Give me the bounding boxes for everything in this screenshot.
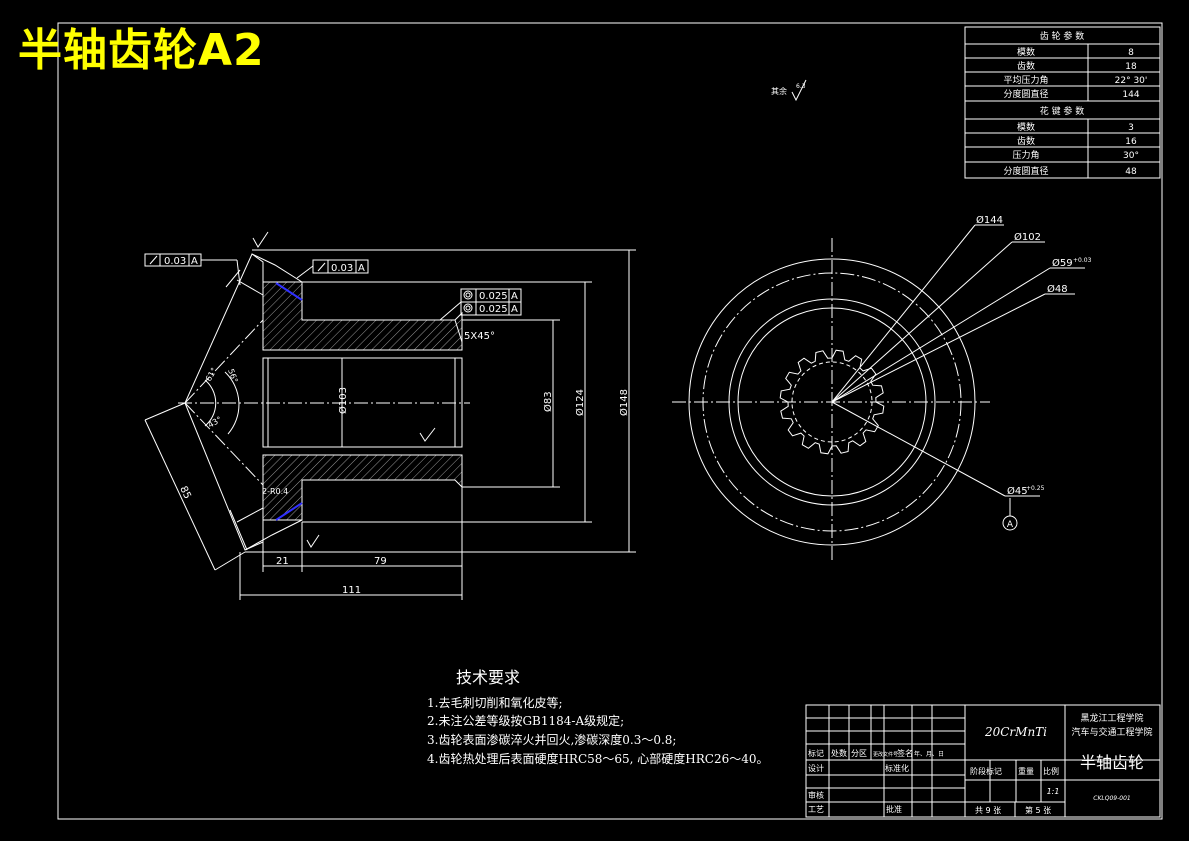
title-block	[805, 704, 1161, 818]
drawing-number: CKLQ09-001	[1093, 795, 1130, 802]
stage-label: 阶段标记	[970, 766, 1002, 776]
gear-param-value: 144	[1122, 90, 1139, 100]
spline-param-value: 16	[1125, 137, 1137, 147]
spline-param-value: 30°	[1123, 151, 1139, 161]
tech-requirements-title: 技术要求	[456, 668, 520, 687]
spline-param-value: 48	[1125, 167, 1137, 177]
tech-requirement-item: 1.去毛刺切削和氧化皮等;	[427, 696, 563, 710]
dim-d144: Ø144	[976, 214, 1003, 226]
dim-d45-tolerance: +0.25	[1026, 485, 1045, 492]
runout-tolerance-top: 0.03	[331, 263, 353, 274]
dim-d103: Ø103	[337, 387, 349, 414]
gear-params-header: 齿 轮 参 数	[1040, 30, 1085, 42]
title-row-label: 更改文件号	[873, 751, 898, 758]
part-name: 半轴齿轮	[1080, 753, 1144, 772]
approve-label: 批准	[886, 804, 902, 814]
roughness-note: 其余	[771, 86, 787, 96]
coaxiality-datum-1: A	[511, 291, 518, 302]
gear-param-value: 8	[1128, 48, 1134, 58]
title-row-label: 签名	[897, 748, 913, 758]
weight-label: 重量	[1018, 766, 1034, 776]
datum-label: A	[1007, 520, 1014, 530]
dim-d59-tolerance: +0.03	[1073, 257, 1092, 264]
tech-requirement-item: 3.齿轮表面渗碳淬火并回火,渗碳深度0.3～0.8;	[427, 732, 676, 747]
title-row-label: 年、月、日	[914, 750, 944, 758]
dim-fillet-radius: 2-R0.4	[262, 487, 288, 496]
scale-value: 1:1	[1047, 787, 1060, 796]
spline-param-label: 齿数	[1017, 135, 1035, 147]
gear-param-label: 模数	[1017, 46, 1035, 58]
chamfer-label: 5X45°	[464, 331, 495, 342]
roughness-symbol-icon	[791, 79, 807, 102]
design-label: 设计	[808, 763, 824, 773]
review-label: 审核	[808, 790, 824, 800]
dim-angle-2: 56°	[226, 368, 239, 384]
spline-param-label: 压力角	[1012, 149, 1039, 161]
school-name-1: 黑龙江工程学院	[1080, 712, 1143, 724]
dim-d59: Ø59	[1052, 257, 1073, 269]
dim-d45: Ø45	[1007, 485, 1028, 497]
drawing-border	[57, 22, 1163, 820]
dim-d83: Ø83	[542, 391, 554, 412]
spline-param-label: 模数	[1017, 121, 1035, 133]
roughness-value: 6.3	[796, 83, 806, 90]
dim-79: 79	[374, 556, 387, 567]
gear-param-label: 齿数	[1017, 60, 1035, 72]
title-row-label: 标记	[808, 748, 824, 758]
gear-param-value: 18	[1125, 62, 1137, 72]
tech-requirement-item: 2.未注公差等级按GB1184-A级规定;	[427, 713, 624, 728]
gear-param-value: 22° 30'	[1115, 76, 1148, 86]
runout-tolerance-left: 0.03	[164, 256, 186, 267]
runout-datum-top: A	[358, 263, 365, 274]
gear-param-label: 分度圆直径	[1003, 88, 1048, 100]
runout-datum-left: A	[191, 256, 198, 267]
school-name-2: 汽车与交通工程学院	[1071, 726, 1152, 738]
dim-d124: Ø124	[574, 389, 586, 416]
coaxiality-tolerance-1: 0.025	[479, 291, 508, 302]
process-label: 工艺	[808, 805, 824, 814]
dim-angle-3: 43°	[207, 415, 224, 430]
dim-d148: Ø148	[618, 389, 630, 416]
scale-label: 比例	[1043, 766, 1059, 776]
front-view	[672, 224, 1085, 563]
spline-param-label: 分度圆直径	[1003, 165, 1048, 177]
dim-21: 21	[276, 556, 289, 567]
section-view	[144, 231, 636, 600]
standardize-label: 标准化	[885, 763, 909, 773]
coaxiality-tolerance-2: 0.025	[479, 304, 508, 315]
title-overlay: 半轴齿轮A2	[18, 25, 265, 76]
parameter-table	[964, 26, 1161, 179]
tech-requirement-item: 4.齿轮热处理后表面硬度HRC58～65, 心部硬度HRC26～40。	[427, 751, 769, 766]
sheets-total: 共 9 张	[975, 806, 1001, 815]
spline-param-value: 3	[1128, 123, 1134, 133]
dim-111: 111	[342, 585, 361, 596]
dim-d102: Ø102	[1014, 231, 1041, 243]
title-row-label: 处数	[831, 748, 847, 758]
spline-params-header: 花 键 参 数	[1040, 105, 1085, 117]
coaxiality-datum-2: A	[511, 304, 518, 315]
runout-arrow-icon	[149, 255, 326, 272]
gear-param-label: 平均压力角	[1003, 74, 1048, 86]
title-row-label: 分区	[851, 749, 867, 758]
dim-d48: Ø48	[1047, 283, 1068, 295]
material-label: 20CrMnTi	[984, 725, 1047, 739]
dim-85: 85	[177, 485, 192, 501]
sheet-number: 第 5 张	[1025, 805, 1051, 815]
